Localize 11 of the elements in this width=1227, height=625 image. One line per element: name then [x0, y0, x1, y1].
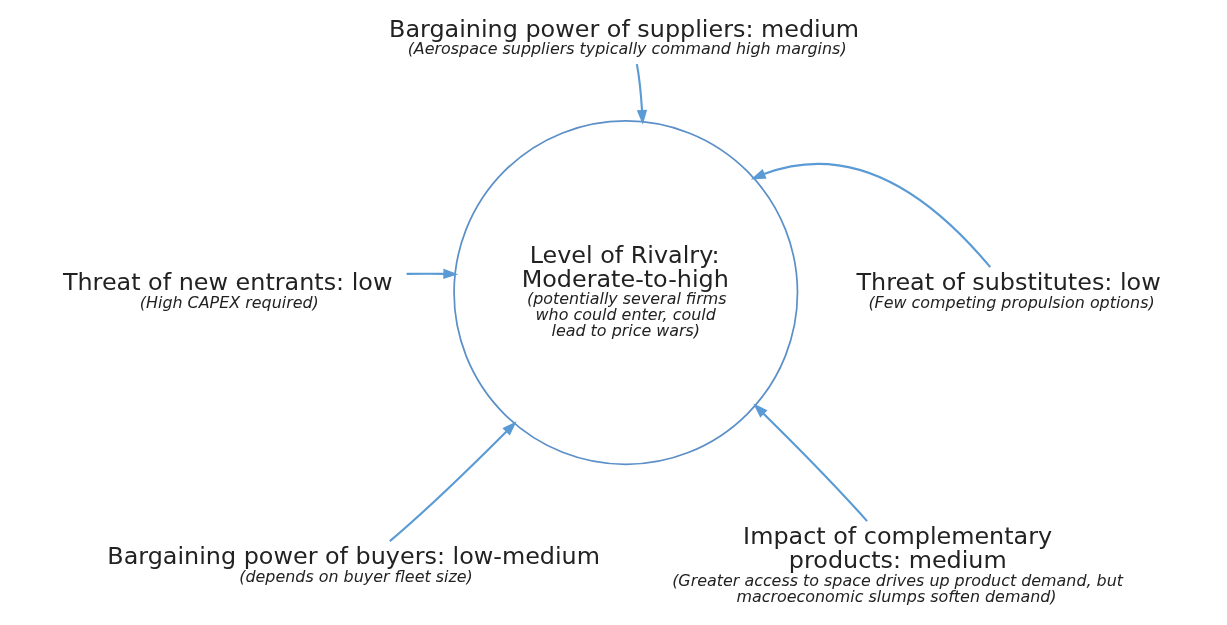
arrow — [753, 403, 868, 522]
node-text: Bargaining power of suppliers: medium (Aerospace suppliers typically command high margins) — [389, 14, 860, 59]
arrow — [389, 421, 517, 542]
arrow — [406, 268, 459, 280]
node-text: Threat of new entrants: low (High CAPEX required) — [62, 268, 393, 312]
arrow — [635, 63, 648, 125]
node-text: Impact of complementary products: medium (Greater access to space drives up product demand, but macroeconomic slumps soften demand) — [672, 522, 1124, 606]
node-text: Threat of substitutes: low (Few competing propulsion options) — [856, 268, 1161, 312]
node-text: Bargaining power of buyers: low-medium (depends on buyer fleet size) — [107, 542, 600, 586]
arrow — [750, 162, 992, 268]
node-circle: Level of Rivalry: Moderate-to-high (potentially several firms who could enter, could lead to price wars) — [453, 120, 799, 466]
